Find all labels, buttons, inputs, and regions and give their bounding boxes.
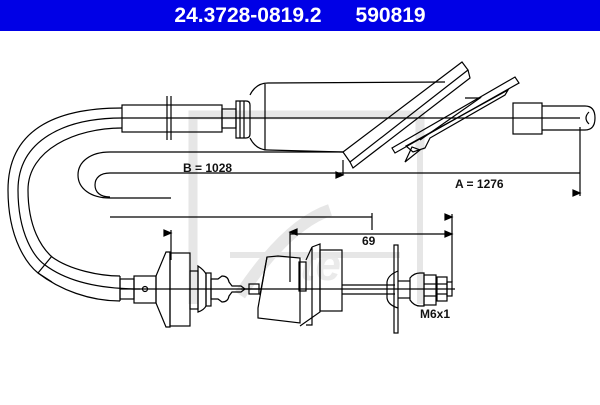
reference-number: 590819 bbox=[355, 3, 426, 27]
technical-drawing: te bbox=[0, 31, 600, 400]
cable-drawing-svg: te bbox=[7, 61, 596, 334]
dimension-a-label: A = 1276 bbox=[455, 177, 504, 191]
dimension-b-label: B = 1028 bbox=[183, 161, 233, 175]
thread-size-label: M6x1 bbox=[420, 307, 451, 321]
cable-body bbox=[7, 61, 596, 334]
part-number: 24.3728-0819.2 bbox=[174, 3, 322, 27]
dimension-stroke-label: 69 bbox=[362, 234, 376, 248]
title-bar: 24.3728-0819.2 590819 bbox=[0, 0, 600, 31]
